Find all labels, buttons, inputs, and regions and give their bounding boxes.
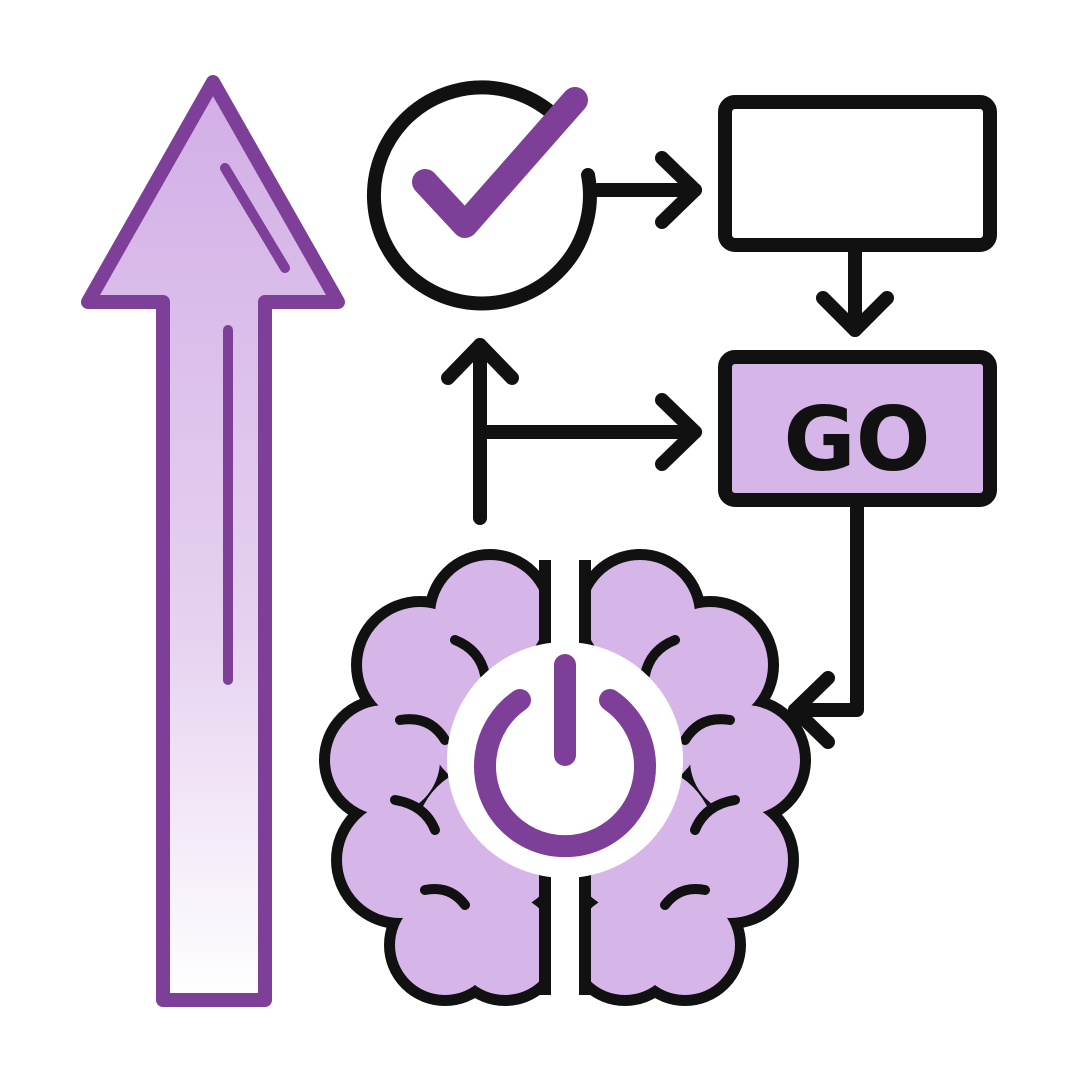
brain-icon bbox=[319, 549, 811, 1006]
go-box-icon: GO bbox=[718, 350, 997, 507]
arrowhead-left-icon bbox=[788, 671, 835, 749]
flow-connectors bbox=[441, 151, 894, 749]
arrowhead-right-icon bbox=[655, 393, 702, 471]
process-box-icon bbox=[718, 95, 997, 252]
arrowhead-right-icon bbox=[655, 151, 702, 229]
go-label: GO bbox=[783, 388, 930, 491]
checkmark-circle-icon bbox=[366, 80, 597, 311]
up-arrow-icon bbox=[81, 75, 345, 1007]
arrowhead-down-icon bbox=[816, 291, 894, 337]
power-icon bbox=[447, 642, 683, 878]
arrowhead-up-icon bbox=[441, 338, 519, 385]
